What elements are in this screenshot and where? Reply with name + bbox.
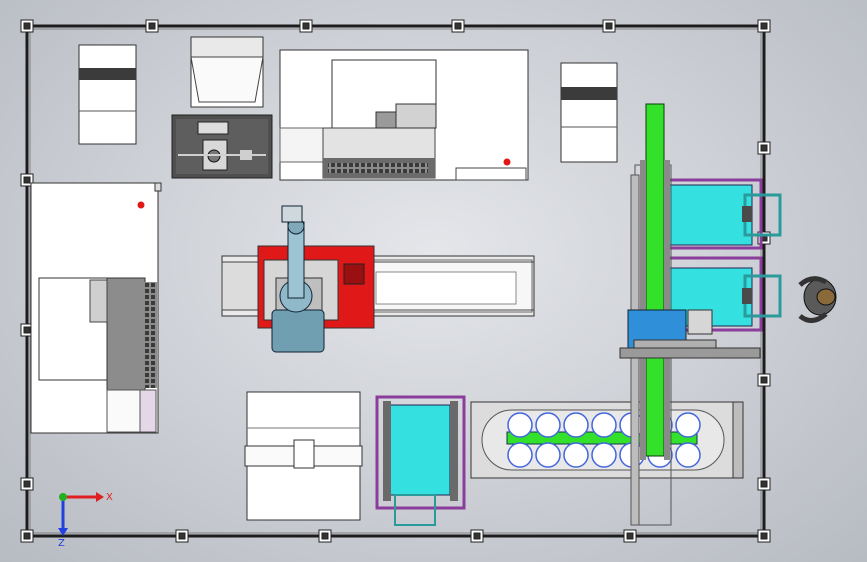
fence-post-core [23,480,31,488]
tray-cell [535,442,561,468]
gantry-beam [619,103,761,526]
fence-post-core [760,144,768,152]
fence-post-core [23,22,31,30]
fence-post-core [23,176,31,184]
fence-post-core [760,532,768,540]
operator-figure [798,276,837,323]
fence-post-core [473,532,481,540]
fence-post-core [148,22,156,30]
y-axis-dot [59,493,67,501]
fence-post-core [23,326,31,334]
fence-post-core [626,532,634,540]
fence-post-core [454,22,462,30]
fence-post-core [321,532,329,540]
fence-post-core [605,22,613,30]
tray-cell [535,412,561,438]
loading-cart-upper [663,178,782,250]
cnc-machine-top [279,49,529,181]
x-axis-label: X [106,492,113,503]
coordinate-triad: X Z [58,492,113,549]
fence-post-core [760,480,768,488]
tray-cell [675,442,701,468]
fence-post-core [760,376,768,384]
tray-cell [507,412,533,438]
top-left-cabinet [78,44,137,145]
z-axis-label: Z [58,538,65,549]
fence-post-core [178,532,186,540]
fence-post-core [23,532,31,540]
robot-linear-track [221,245,535,329]
tray-cell [563,442,589,468]
tray-cell [563,412,589,438]
tray-cell [591,412,617,438]
tray-cell [507,442,533,468]
tray-cell [675,412,701,438]
bottom-cart [375,395,466,526]
upper-cabinet [190,36,264,108]
tray-cell [591,442,617,468]
top-right-cabinet [560,62,618,163]
rotary-tray-buffer [470,401,744,479]
cnc-machine-left [30,182,162,434]
fixture-plate [171,114,273,179]
bottom-machine [244,391,363,521]
robot-arm [271,205,325,353]
fence-post-core [760,22,768,30]
fence-post-core [302,22,310,30]
